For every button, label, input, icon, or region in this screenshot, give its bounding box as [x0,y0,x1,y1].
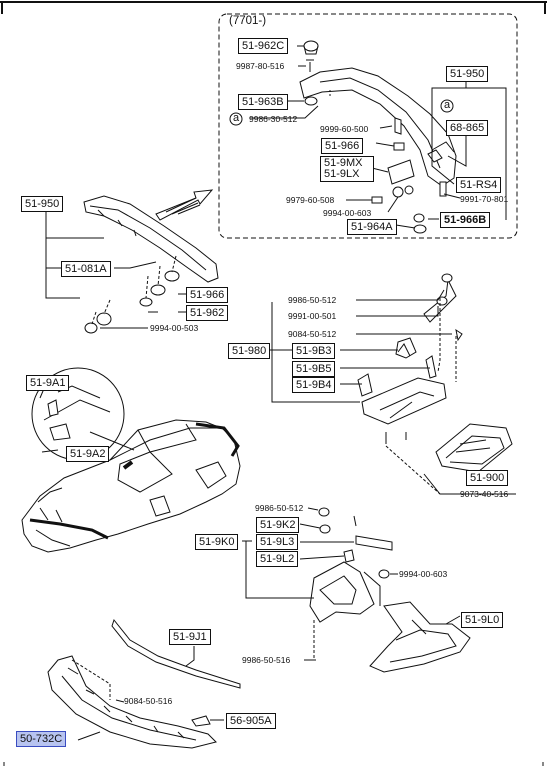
marker-a-circle-2 [440,99,454,113]
rear-spoiler [45,195,219,334]
label-9999-60-500[interactable]: 9999-60-500 [320,124,369,134]
detail-circle [31,367,135,461]
label-50-732c[interactable]: 50-732C [16,731,67,747]
label-51-950-top[interactable]: 51-950 [446,66,489,82]
label-51-950-left[interactable]: 51-950 [21,196,64,212]
label-51-9mx: 51-9MX [324,157,363,169]
label-9991-00-501[interactable]: 9991-00-501 [288,311,337,321]
marker-a-2: a [444,99,451,111]
label-51-9b5[interactable]: 51-9B5 [292,361,336,377]
label-51-9mx-9lx[interactable]: 51-9MX 51-9LX [320,156,374,182]
label-51-964a[interactable]: 51-964A [347,219,397,235]
label-51-9a2[interactable]: 51-9A2 [66,446,110,462]
label-51-9a1[interactable]: 51-9A1 [26,375,70,391]
spoiler-top-assembly [250,40,507,234]
front-bracket-assembly [242,507,398,661]
label-51-962c[interactable]: 51-962C [238,38,289,54]
label-51-980[interactable]: 51-980 [228,343,271,359]
label-9994-00-603-low[interactable]: 9994-00-603 [399,569,448,579]
cover-900 [385,423,516,495]
label-51-900[interactable]: 51-900 [466,470,509,486]
inset-title: (7701-) [229,15,267,27]
label-9986-50-512-mid[interactable]: 9986-50-512 [288,295,337,305]
bracket-980-assembly [268,273,463,444]
marker-a-circle-1 [229,112,243,126]
label-9994-00-603-top[interactable]: 9994-00-603 [323,208,372,218]
inset-frame [218,13,518,239]
car-outline [21,419,241,553]
label-9084-50-516[interactable]: 9084-50-516 [124,696,173,706]
label-51-9j1[interactable]: 51-9J1 [169,629,211,645]
label-51-081a[interactable]: 51-081A [61,261,111,277]
label-51-9b3[interactable]: 51-9B3 [292,343,336,359]
label-51-962[interactable]: 51-962 [186,305,229,321]
label-51-9lx: 51-9LX [324,168,360,180]
label-51-966b[interactable]: 51-966B [440,212,491,228]
label-9991-70-801[interactable]: 9991-70-801 [460,194,509,204]
label-9986-30-512[interactable]: 9986-30-512 [249,114,298,124]
strip-9j1 [111,618,241,689]
callout-arrow [155,189,214,221]
label-51-rs4[interactable]: 51-RS4 [456,177,502,193]
label-51-966-left[interactable]: 51-966 [186,287,229,303]
label-51-9k0[interactable]: 51-9K0 [195,534,239,550]
label-9084-50-512[interactable]: 9084-50-512 [288,329,337,339]
label-51-9b4[interactable]: 51-9B4 [292,377,336,393]
label-9979-60-508[interactable]: 9979-60-508 [286,195,335,205]
label-51-9k2[interactable]: 51-9K2 [256,517,300,533]
bumper-lip [47,655,224,749]
label-9986-50-516[interactable]: 9986-50-516 [242,655,291,665]
guard-9l0 [369,601,471,673]
label-9987-80-516[interactable]: 9987-80-516 [236,61,285,71]
label-56-905a[interactable]: 56-905A [226,713,276,729]
label-51-9l0[interactable]: 51-9L0 [461,612,504,628]
label-9994-00-503[interactable]: 9994-00-503 [150,323,199,333]
label-51-963b[interactable]: 51-963B [238,94,288,110]
label-51-9l3[interactable]: 51-9L3 [256,534,299,550]
label-68-865[interactable]: 68-865 [446,120,489,136]
label-51-966-top[interactable]: 51-966 [321,138,364,154]
label-9073-40-516[interactable]: 9073-40-516 [460,489,509,499]
marker-a-1: a [233,112,240,124]
label-9986-50-512-low[interactable]: 9986-50-512 [255,503,304,513]
label-51-9l2[interactable]: 51-9L2 [256,551,299,567]
